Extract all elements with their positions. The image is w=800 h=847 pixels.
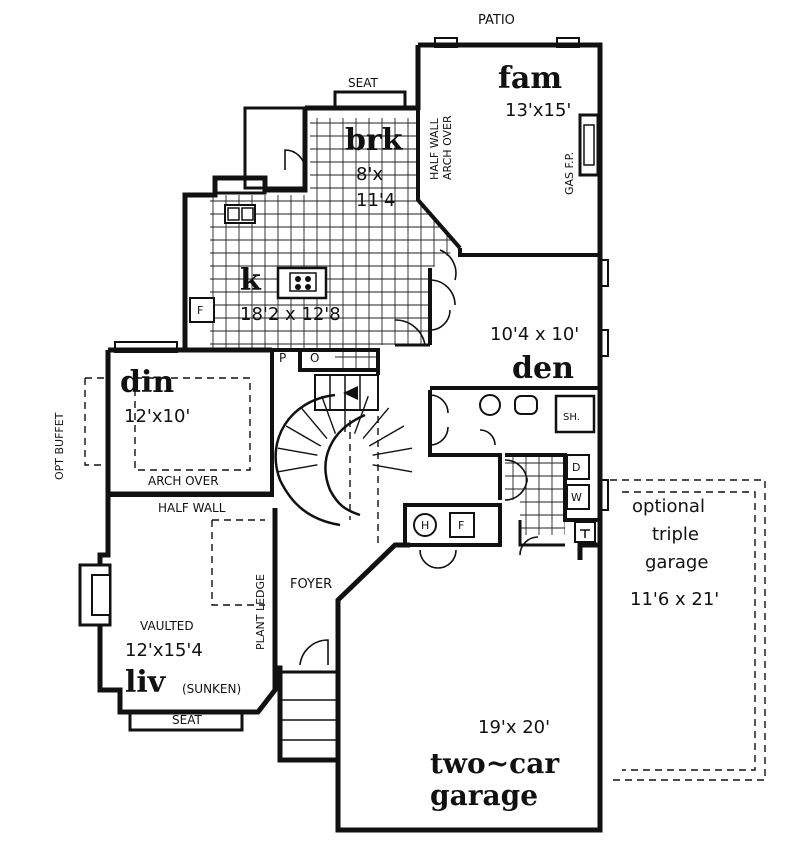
optional-garage-line-2: triple (652, 524, 699, 545)
stair-arrow-icon (343, 386, 358, 400)
tub-icon (554, 394, 596, 434)
buffet-label: OPT BUFFET (53, 412, 66, 480)
fam-room-name: fam (498, 61, 562, 96)
tile-grid-bath (505, 455, 565, 535)
door-swing-icon (284, 149, 539, 666)
foyer-label: FOYER (290, 577, 332, 592)
gas-fp-label: GAS F.P. (563, 152, 576, 195)
garage-name-1: two~car (430, 747, 560, 780)
brk-room-name: brk (345, 123, 404, 158)
mechanical-units (413, 512, 475, 538)
optional-garage-line-1: optional (632, 496, 705, 517)
kitchen-room-dim: 18'2 x 12'8 (240, 304, 341, 325)
laundry-appliances (566, 454, 596, 543)
stair-tread (300, 407, 328, 440)
plant-ledge-label: PLANT LEDGE (254, 574, 267, 650)
liv-room-name: liv (125, 665, 167, 700)
patio-label: PATIO (478, 13, 515, 28)
washer-label: W (571, 491, 582, 504)
liv-room-dim: 12'x15'4 (125, 640, 203, 661)
seat-top-label: SEAT (348, 76, 378, 90)
stair-tread (285, 425, 322, 447)
brk-room-dim-2: 11'4 (356, 190, 395, 211)
garage-name-2: garage (430, 779, 538, 812)
din-room-dim: 12'x10' (124, 406, 190, 427)
toilet-icon (514, 395, 538, 415)
optional-garage-line-3: garage (645, 552, 708, 573)
din-room-name: din (120, 365, 174, 400)
fam-room-dim: 13'x15' (505, 100, 571, 121)
shower-label: SH. (563, 412, 580, 423)
dryer-label: D (572, 461, 580, 474)
arch-over-label: ARCH OVER (441, 115, 454, 180)
straight-stair (314, 374, 379, 411)
stair-tread (372, 447, 413, 456)
fridge-label: F (197, 304, 203, 317)
stair-tread (321, 395, 337, 434)
vaulted-label: VAULTED (140, 619, 194, 633)
refrigerator-icon (189, 297, 215, 323)
sunken-label: (SUNKEN) (182, 682, 241, 696)
sink-icon (224, 204, 256, 224)
pantry-p-label: P (279, 351, 286, 365)
gas-fireplace-icon (578, 113, 600, 177)
heater-label: H (421, 519, 429, 532)
pantry-o-label: O (310, 351, 319, 365)
seat-bottom-label: SEAT (172, 713, 202, 727)
dashed-lines (84, 377, 766, 781)
stair-tread (368, 425, 405, 447)
curved-stair (274, 392, 413, 527)
range-icon (276, 266, 328, 300)
den-room-name: den (512, 351, 574, 386)
interior-walls (108, 110, 600, 547)
bath-fixtures (479, 394, 596, 434)
stair-tread (277, 464, 318, 473)
stair-tread (277, 447, 318, 456)
brk-room-dim-1: 8'x (356, 164, 383, 185)
half-wall-label: HALF WALL (428, 117, 441, 180)
half-wall-liv-label: HALF WALL (158, 501, 226, 515)
furnace-label: F (458, 519, 464, 532)
fireplace-icon (78, 563, 112, 627)
stair-tread (362, 407, 390, 440)
stair-tread (372, 464, 413, 473)
entry-stair (278, 670, 340, 762)
arch-over-din-label: ARCH OVER (148, 474, 219, 488)
optional-garage-dim: 11'6 x 21' (630, 589, 719, 610)
stair-tread (353, 395, 369, 434)
window-bays (114, 37, 609, 732)
den-room-dim: 10'4 x 10' (490, 324, 579, 345)
garage-dim: 19'x 20' (478, 717, 550, 738)
kitchen-room-name: k (240, 263, 262, 298)
